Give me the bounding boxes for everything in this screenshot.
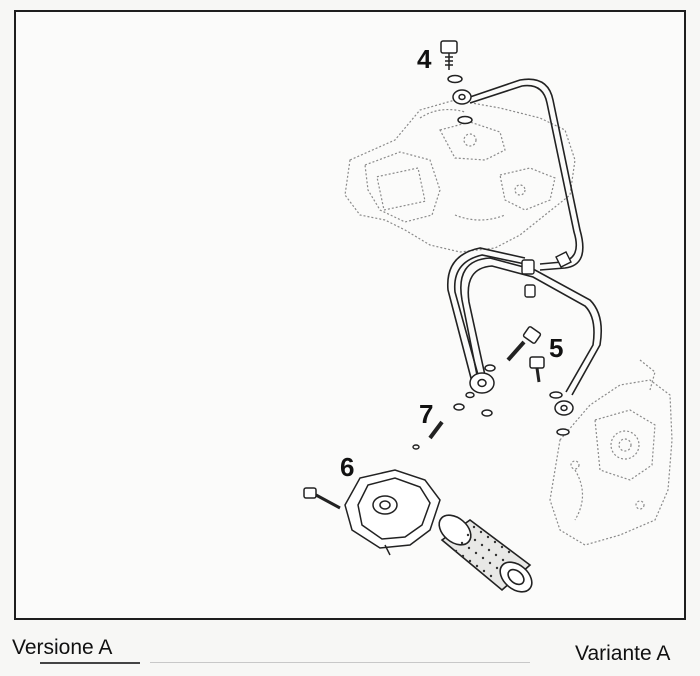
oil-filter-element <box>438 514 533 593</box>
caption-versione: Versione A <box>12 636 113 659</box>
stud-7 <box>412 420 444 450</box>
pipe-clip <box>521 251 572 298</box>
banjo-fittings <box>453 364 496 417</box>
banjo-bolt-4 <box>440 40 473 125</box>
callout-6: 6 <box>340 452 355 482</box>
caption-variante: Variante A <box>575 642 671 665</box>
callout-5: 5 <box>549 333 564 363</box>
bolts-5 <box>506 326 574 436</box>
callout-7: 7 <box>419 399 434 429</box>
filter-cover-screw <box>303 487 341 510</box>
filter-cover-6 <box>344 469 441 556</box>
oil-pipes <box>447 78 603 396</box>
pump-housing-outline <box>549 359 673 546</box>
caption-underline-left <box>40 662 140 664</box>
callout-4: 4 <box>417 44 432 74</box>
caption-rule-faint <box>150 662 530 663</box>
